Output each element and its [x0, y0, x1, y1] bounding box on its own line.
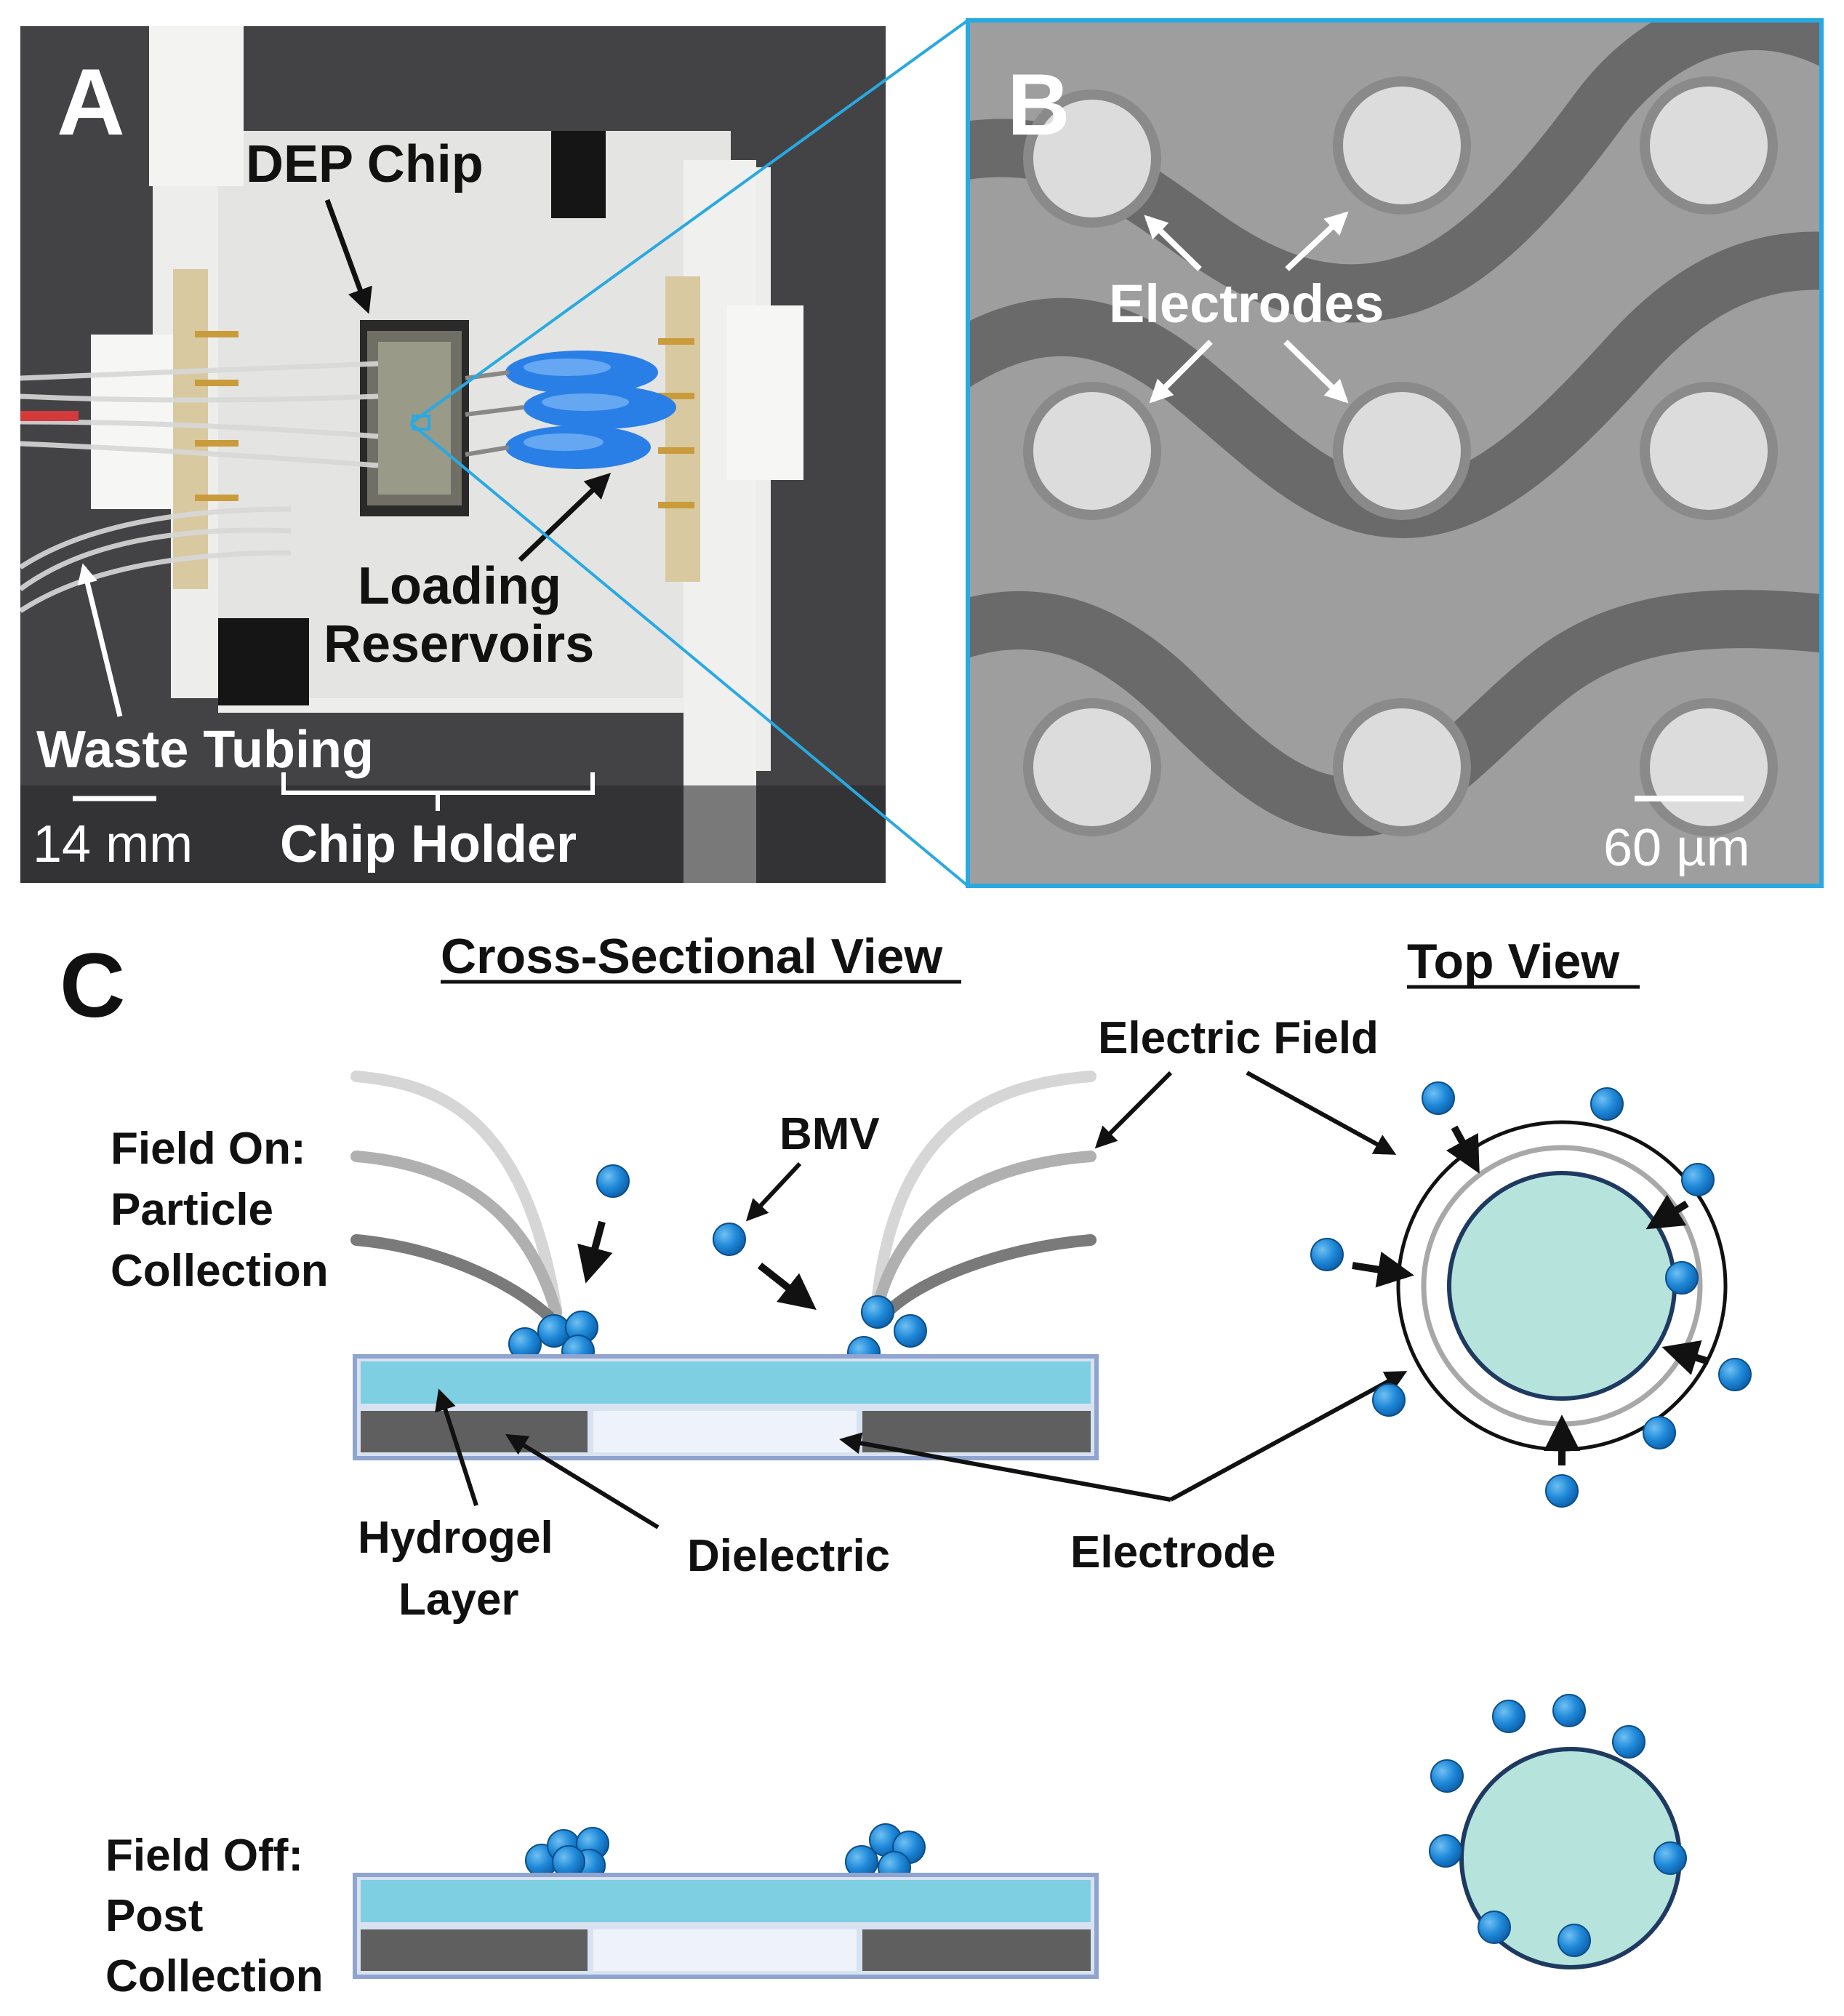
cross-section-heading: Cross-Sectional View [441, 929, 943, 984]
loading-label-line2: Reservoirs [324, 615, 594, 673]
field-off-label-line2: Post [105, 1891, 203, 1941]
dielectric-arrow [505, 1433, 660, 1529]
bmv-arrow [745, 1161, 802, 1222]
field-off-label-line3: Collection [105, 1951, 324, 2001]
chip-holder-bracket [281, 772, 595, 811]
electrode-arrows [1144, 211, 1349, 404]
field-on-label-line3: Collection [111, 1246, 329, 1296]
electric-field-label: Electric Field [1098, 1013, 1379, 1063]
zoom-callout [409, 19, 969, 887]
moving-particles [577, 1164, 817, 1311]
panel-b-scale-label: 60 µm [1603, 819, 1750, 877]
panel-b-border [966, 18, 1824, 888]
top-view-field-on [1396, 1120, 1728, 1452]
waste-tubing-arrow [77, 563, 123, 717]
waste-tubing-label: Waste Tubing [36, 721, 374, 779]
top-view-heading: Top View [1407, 934, 1620, 989]
hydrogel-label-line2: Layer [398, 1575, 518, 1625]
panel-a-photo [20, 26, 886, 883]
dep-chip-label: DEP Chip [246, 135, 484, 193]
electric-field-arrow-right [1246, 1071, 1397, 1155]
hydrogel-label-line1: Hydrogel [358, 1513, 553, 1563]
field-off-label-line1: Field Off: [105, 1831, 303, 1881]
bmv-label: BMV [779, 1109, 880, 1159]
field-on-label-line2: Particle [111, 1185, 273, 1235]
reservoir-arrow [518, 473, 612, 562]
panel-c-letter: C [60, 935, 125, 1036]
panel-b-letter: B [1007, 56, 1070, 153]
panel-b-micrograph [968, 20, 1821, 886]
electric-field-arrow-left [1094, 1071, 1173, 1149]
panel-a-letter: A [57, 49, 125, 155]
field-on-label-line1: Field On: [111, 1124, 306, 1174]
electrode-discs [1023, 76, 1778, 836]
chip-holder-label: Chip Holder [280, 815, 577, 873]
electrode-label: Electrode [1070, 1527, 1276, 1577]
dep-chip-arrow [324, 199, 372, 314]
hydrogel-arrow [435, 1388, 478, 1506]
field-lines-left [350, 1071, 562, 1322]
electrode-arrow-right [1169, 1371, 1408, 1502]
electrodes-label: Electrodes [1109, 273, 1384, 334]
field-lines-right [870, 1071, 1097, 1322]
dielectric-label: Dielectric [687, 1531, 890, 1581]
cross-section-stack-off [353, 1873, 1099, 1979]
top-view-motion-arrows [1352, 1125, 1710, 1465]
cross-section-stack-on [353, 1354, 1099, 1460]
panel-a-scale-label: 14 mm [33, 815, 193, 873]
loading-label-line1: Loading [358, 557, 561, 615]
electrode-arrow-left [839, 1432, 1171, 1502]
